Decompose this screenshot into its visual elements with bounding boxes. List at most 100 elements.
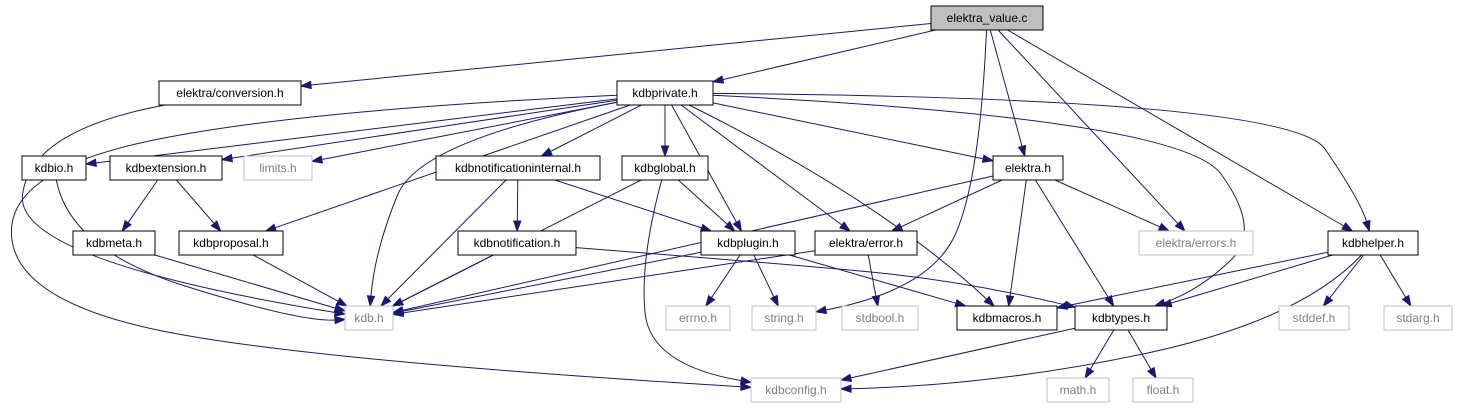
arrowhead-kdbproposal-h — [210, 220, 222, 233]
node-layer: elektra_value.c elektra/conversion.h kdbpr… — [21, 5, 1453, 403]
arrowhead-elektra-errors-h — [1157, 222, 1171, 232]
node-kdbtypes-h[interactable]: kdbtypes.h — [1074, 305, 1168, 331]
node-kdbio-h[interactable]: kdbio.h — [21, 155, 87, 181]
arrowhead-kdbconfig-h — [740, 382, 753, 391]
arrowhead-kdbprivate-h — [711, 75, 725, 84]
node-kdbplugin-h[interactable]: kdbplugin.h — [700, 230, 796, 256]
node-label: kdbconfig.h — [765, 383, 826, 397]
edge-kdbnotificationinternal-h-to-kdbplugin-h — [554, 179, 702, 229]
node-box — [178, 230, 284, 256]
node-label: kdbplugin.h — [717, 236, 778, 250]
edge-kdbglobal-h-to-kdbplugin-h — [677, 179, 728, 225]
arrowhead-kdbmacros-h — [1055, 301, 1069, 310]
node-elektra-value-c[interactable]: elektra_value.c — [930, 5, 1044, 31]
edge-elektra-h-to-elektra-error-h — [900, 179, 1003, 228]
arrowhead-kdbconfig-h — [839, 373, 853, 382]
edge-kdbprivate-h-to-kdbhelper-h — [712, 92, 1367, 222]
node-box — [930, 5, 1044, 31]
edge-elektra-value-c-to-elektra-h — [989, 29, 1023, 147]
node-box — [1327, 230, 1419, 256]
edge-kdbprivate-h-to-kdbnotificationinternal-h — [550, 104, 642, 152]
arrowhead-kdbio-h — [84, 158, 97, 168]
edge-kdbtypes-h-to-float-h — [1127, 329, 1152, 370]
node-box — [1138, 230, 1254, 256]
edge-elektra-h-to-kdb-h — [402, 175, 994, 311]
node-elektra-conversion-h[interactable]: elektra/conversion.h — [158, 80, 302, 106]
edge-kdbio-h-to-kdb-h — [55, 179, 336, 321]
node-box — [109, 155, 223, 181]
arrowhead-kdb-h — [379, 295, 392, 308]
node-kdbmacros-h[interactable]: kdbmacros.h — [956, 305, 1058, 331]
arrowhead-stdarg-h — [1401, 294, 1412, 308]
node-kdbextension-h[interactable]: kdbextension.h — [109, 155, 223, 181]
edge-kdbextension-h-to-kdbproposal-h — [176, 179, 215, 224]
edge-elektra-h-to-elektra-errors-h — [1054, 179, 1161, 228]
edge-elektra-conversion-h-to-kdb-h — [21, 104, 336, 313]
node-box — [956, 305, 1058, 331]
node-elektra-h[interactable]: elektra.h — [992, 155, 1064, 181]
node-label: elektra/conversion.h — [176, 86, 283, 100]
arrowhead-elektra-conversion-h — [299, 80, 312, 90]
edge-layer — [10, 23, 1412, 394]
edge-kdbprivate-h-to-kdbio-h — [95, 98, 618, 164]
arrowhead-elektra-h — [1017, 144, 1027, 158]
arrowhead-elektra-error-h — [838, 221, 852, 232]
node-label: elektra_value.c — [947, 11, 1028, 25]
node-label: kdbtypes.h — [1092, 311, 1150, 325]
edge-kdbtypes-h-to-kdbconfig-h — [850, 327, 1076, 379]
node-box — [1383, 305, 1453, 331]
arrowhead-kdbextension-h — [220, 153, 233, 163]
arrowhead-float-h — [1147, 366, 1157, 380]
edge-kdbprivate-h-to-elektra-error-h — [680, 104, 843, 226]
node-elektra-error-h[interactable]: elektra/error.h — [814, 230, 918, 256]
edge-elektra-h-to-kdbtypes-h — [1034, 179, 1109, 298]
arrowhead-kdbconfig-h — [739, 376, 753, 385]
arrowhead-kdbnotification-h — [512, 220, 522, 233]
edge-elektra-error-h-to-stdbool-h — [867, 254, 877, 297]
edge-kdbprivate-h-to-elektra-h — [712, 102, 984, 160]
node-kdbnotificationinternal-h[interactable]: kdbnotificationinternal.h — [435, 155, 601, 181]
edge-elektra-value-c-to-kdbprivate-h — [722, 29, 936, 81]
edge-kdbplugin-h-to-kdb-h — [402, 251, 702, 312]
node-limits-h: limits.h — [243, 155, 313, 181]
node-kdbnotification-h[interactable]: kdbnotification.h — [457, 230, 577, 256]
edge-kdbextension-h-to-kdbmeta-h — [127, 179, 159, 224]
edge-kdbprivate-h-to-kdbtypes-h — [712, 94, 1245, 304]
arrowhead-kdbmacros-h — [1005, 295, 1015, 308]
edge-kdbnotificationinternal-h-to-kdb-h — [387, 179, 507, 300]
node-stdarg-h: stdarg.h — [1383, 305, 1453, 331]
arrowhead-kdb-h — [391, 308, 404, 318]
node-math-h: math.h — [1046, 377, 1110, 403]
arrowhead-elektra-h — [981, 154, 995, 163]
node-label: stdbool.h — [856, 311, 905, 325]
node-kdbproposal-h[interactable]: kdbproposal.h — [178, 230, 284, 256]
arrowhead-elektra-errors-h — [1174, 220, 1186, 233]
node-label: kdbmeta.h — [86, 236, 142, 250]
node-box — [665, 305, 731, 331]
node-errno-h: errno.h — [665, 305, 731, 331]
arrowhead-kdb-h — [334, 315, 347, 325]
node-label: math.h — [1060, 383, 1097, 397]
node-kdbmeta-h[interactable]: kdbmeta.h — [72, 230, 156, 256]
edge-kdbplugin-h-to-string-h — [753, 254, 775, 298]
node-box — [457, 230, 577, 256]
node-box — [814, 230, 918, 256]
node-box — [750, 377, 842, 403]
arrowhead-stddef-h — [1322, 295, 1334, 308]
node-label: kdbproposal.h — [193, 236, 268, 250]
node-kdbhelper-h[interactable]: kdbhelper.h — [1327, 230, 1419, 256]
node-kdbglobal-h[interactable]: kdbglobal.h — [621, 155, 709, 181]
node-kdbprivate-h[interactable]: kdbprivate.h — [616, 80, 714, 106]
edge-elektra-value-c-to-elektra-errors-h — [997, 29, 1179, 225]
edge-kdbprivate-h-to-kdbextension-h — [231, 99, 618, 159]
arrowhead-string-h — [769, 294, 779, 308]
arrowhead-kdbnotificationinternal-h — [540, 147, 553, 157]
node-label: stdarg.h — [1396, 311, 1439, 325]
node-box — [992, 155, 1064, 181]
node-label: kdbnotificationinternal.h — [455, 161, 581, 175]
edge-kdbglobal-h-to-kdbconfig-h — [643, 179, 742, 382]
node-box — [1074, 305, 1168, 331]
edge-kdbhelper-h-to-kdbtypes-h — [1170, 254, 1333, 304]
edge-elektra-error-h-to-kdb-h — [402, 250, 816, 314]
